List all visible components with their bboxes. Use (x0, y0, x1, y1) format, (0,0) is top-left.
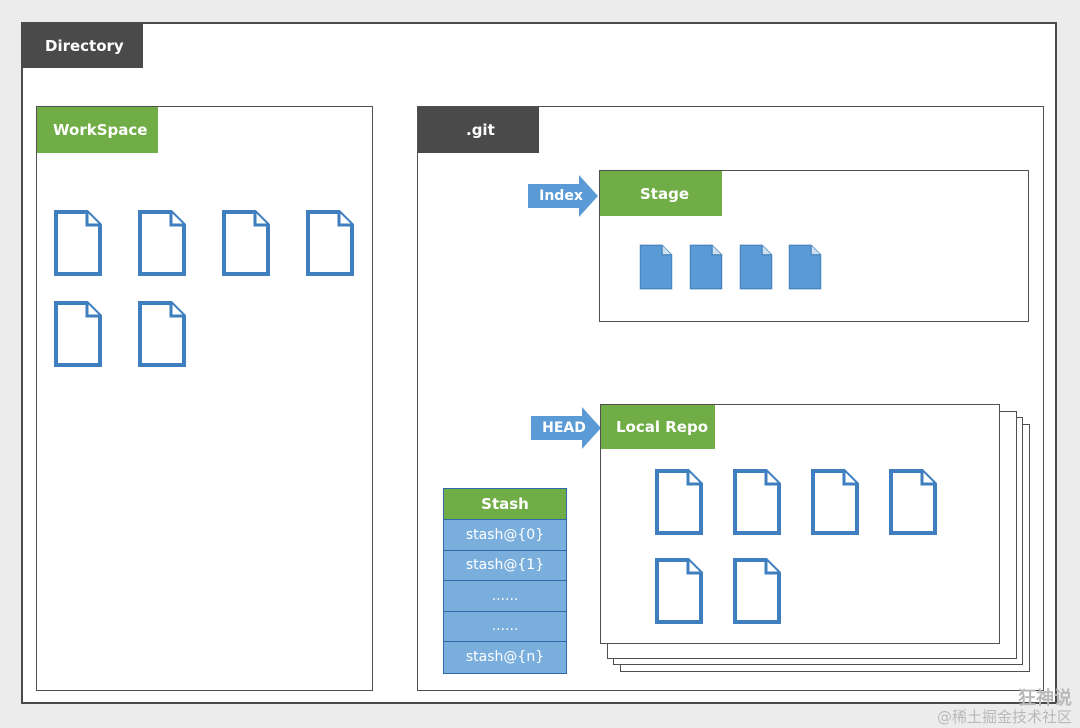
head-label: HEAD (542, 420, 586, 436)
file-icon (655, 469, 703, 535)
file-icon (54, 210, 102, 276)
file-icon (306, 210, 354, 276)
workspace-panel (36, 106, 373, 691)
file-icon (655, 558, 703, 624)
stash-entry: ...... (444, 611, 566, 642)
stash-entry: stash@{0} (444, 520, 566, 551)
stash-entry: ...... (444, 581, 566, 612)
file-icon (889, 469, 937, 535)
file-icon (733, 558, 781, 624)
index-label: Index (539, 188, 583, 204)
file-icon (788, 244, 822, 290)
stage-tab: Stage (600, 171, 722, 216)
stash-entry: stash@{1} (444, 550, 566, 581)
file-icon (639, 244, 673, 290)
file-icon (739, 244, 773, 290)
file-icon (733, 469, 781, 535)
stash-entry: stash@{n} (444, 642, 566, 673)
workspace-label: WorkSpace (53, 121, 148, 139)
stash-header: Stash (444, 489, 566, 520)
git-label: .git (466, 121, 495, 139)
file-icon (222, 210, 270, 276)
file-icon (811, 469, 859, 535)
local-repo-tab: Local Repo (601, 405, 715, 449)
file-icon (689, 244, 723, 290)
watermark: 狂神说 @稀土掘金技术社区 (936, 688, 1072, 727)
git-tab: .git (418, 107, 539, 153)
file-icon (138, 301, 186, 367)
file-icon (138, 210, 186, 276)
head-arrow (531, 407, 601, 449)
directory-label: Directory (45, 37, 124, 55)
directory-tab: Directory (23, 24, 143, 68)
stage-label: Stage (640, 184, 690, 203)
local-repo-label: Local Repo (616, 418, 709, 436)
workspace-tab: WorkSpace (37, 107, 158, 153)
file-icon (54, 301, 102, 367)
stash-table: Stash stash@{0} stash@{1} ...... ...... … (443, 488, 567, 674)
watermark-line2: @稀土掘金技术社区 (936, 708, 1072, 726)
watermark-line1: 狂神说 (1018, 688, 1072, 709)
index-arrow (528, 175, 598, 217)
